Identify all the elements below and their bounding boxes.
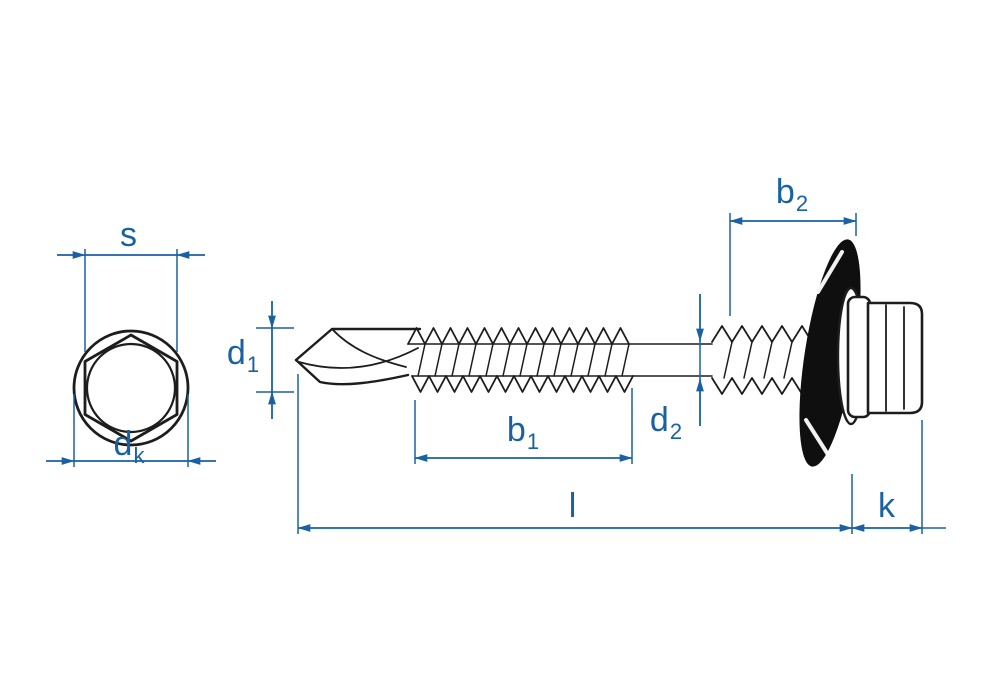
thread1-helix-lines	[417, 343, 630, 377]
dim-dk	[46, 394, 216, 467]
dim-label-d2-sub: 2	[669, 419, 683, 444]
flange-outer-circle	[72, 329, 190, 447]
inscribed-circle	[85, 342, 177, 434]
dim-b1-extension-lines	[414, 388, 633, 464]
thread1-bottom-crests	[411, 375, 634, 393]
dim-d1-extension-lines	[256, 327, 294, 393]
washer-highlight-top	[816, 250, 844, 294]
dim-label-dk: dk	[113, 425, 145, 467]
dim-dk-extension-lines	[73, 394, 189, 467]
screw-drawing	[72, 239, 924, 467]
dim-label-b2-sub: 2	[795, 191, 809, 216]
dim-label-d1: d1	[226, 334, 259, 376]
dim-label-k: k	[878, 489, 896, 523]
dim-s-extension-lines	[84, 249, 178, 352]
dim-label-d2-base: d	[649, 401, 669, 439]
dim-label-s: s	[120, 218, 138, 252]
dim-d1	[256, 301, 294, 419]
dim-l-extension-lines	[297, 374, 853, 534]
thread1-top-crests	[407, 327, 630, 345]
flute-upper-curve	[331, 328, 407, 368]
dim-label-k-base: k	[878, 487, 895, 525]
dimension-annotations	[46, 213, 946, 534]
dim-b2	[729, 213, 857, 316]
dim-label-d1-base: d	[226, 334, 246, 372]
flute-sweep-curve	[298, 347, 419, 369]
dim-label-l-base: l	[568, 487, 577, 525]
dim-k	[851, 420, 946, 534]
dim-label-s-base: s	[120, 216, 137, 254]
dim-label-b2: b2	[775, 173, 808, 215]
drill-tip-bottom-edge	[294, 358, 410, 386]
hex-body	[866, 301, 924, 415]
dim-label-b1-base: b	[506, 411, 526, 449]
dim-label-d2: d2	[649, 401, 682, 443]
dim-label-dk-base: d	[113, 425, 133, 463]
hex-facet-lines	[885, 304, 905, 412]
washer-highlight-bottom	[804, 418, 836, 466]
dim-label-d1-sub: 1	[246, 352, 260, 377]
dim-label-l: l	[569, 489, 578, 523]
dim-b1	[414, 388, 633, 464]
dim-s	[57, 249, 205, 352]
thread-section-1	[407, 327, 634, 393]
dim-label-b1-sub: 1	[526, 429, 540, 454]
dim-label-b1: b1	[506, 411, 539, 453]
dim-label-dk-sub: k	[133, 443, 145, 468]
hex-head-side-view	[846, 295, 924, 419]
dim-l	[297, 374, 853, 534]
dim-label-b2-base: b	[775, 173, 795, 211]
hex-outline	[83, 333, 179, 443]
drill-point	[294, 327, 422, 386]
hex-head-front-view	[72, 329, 190, 447]
